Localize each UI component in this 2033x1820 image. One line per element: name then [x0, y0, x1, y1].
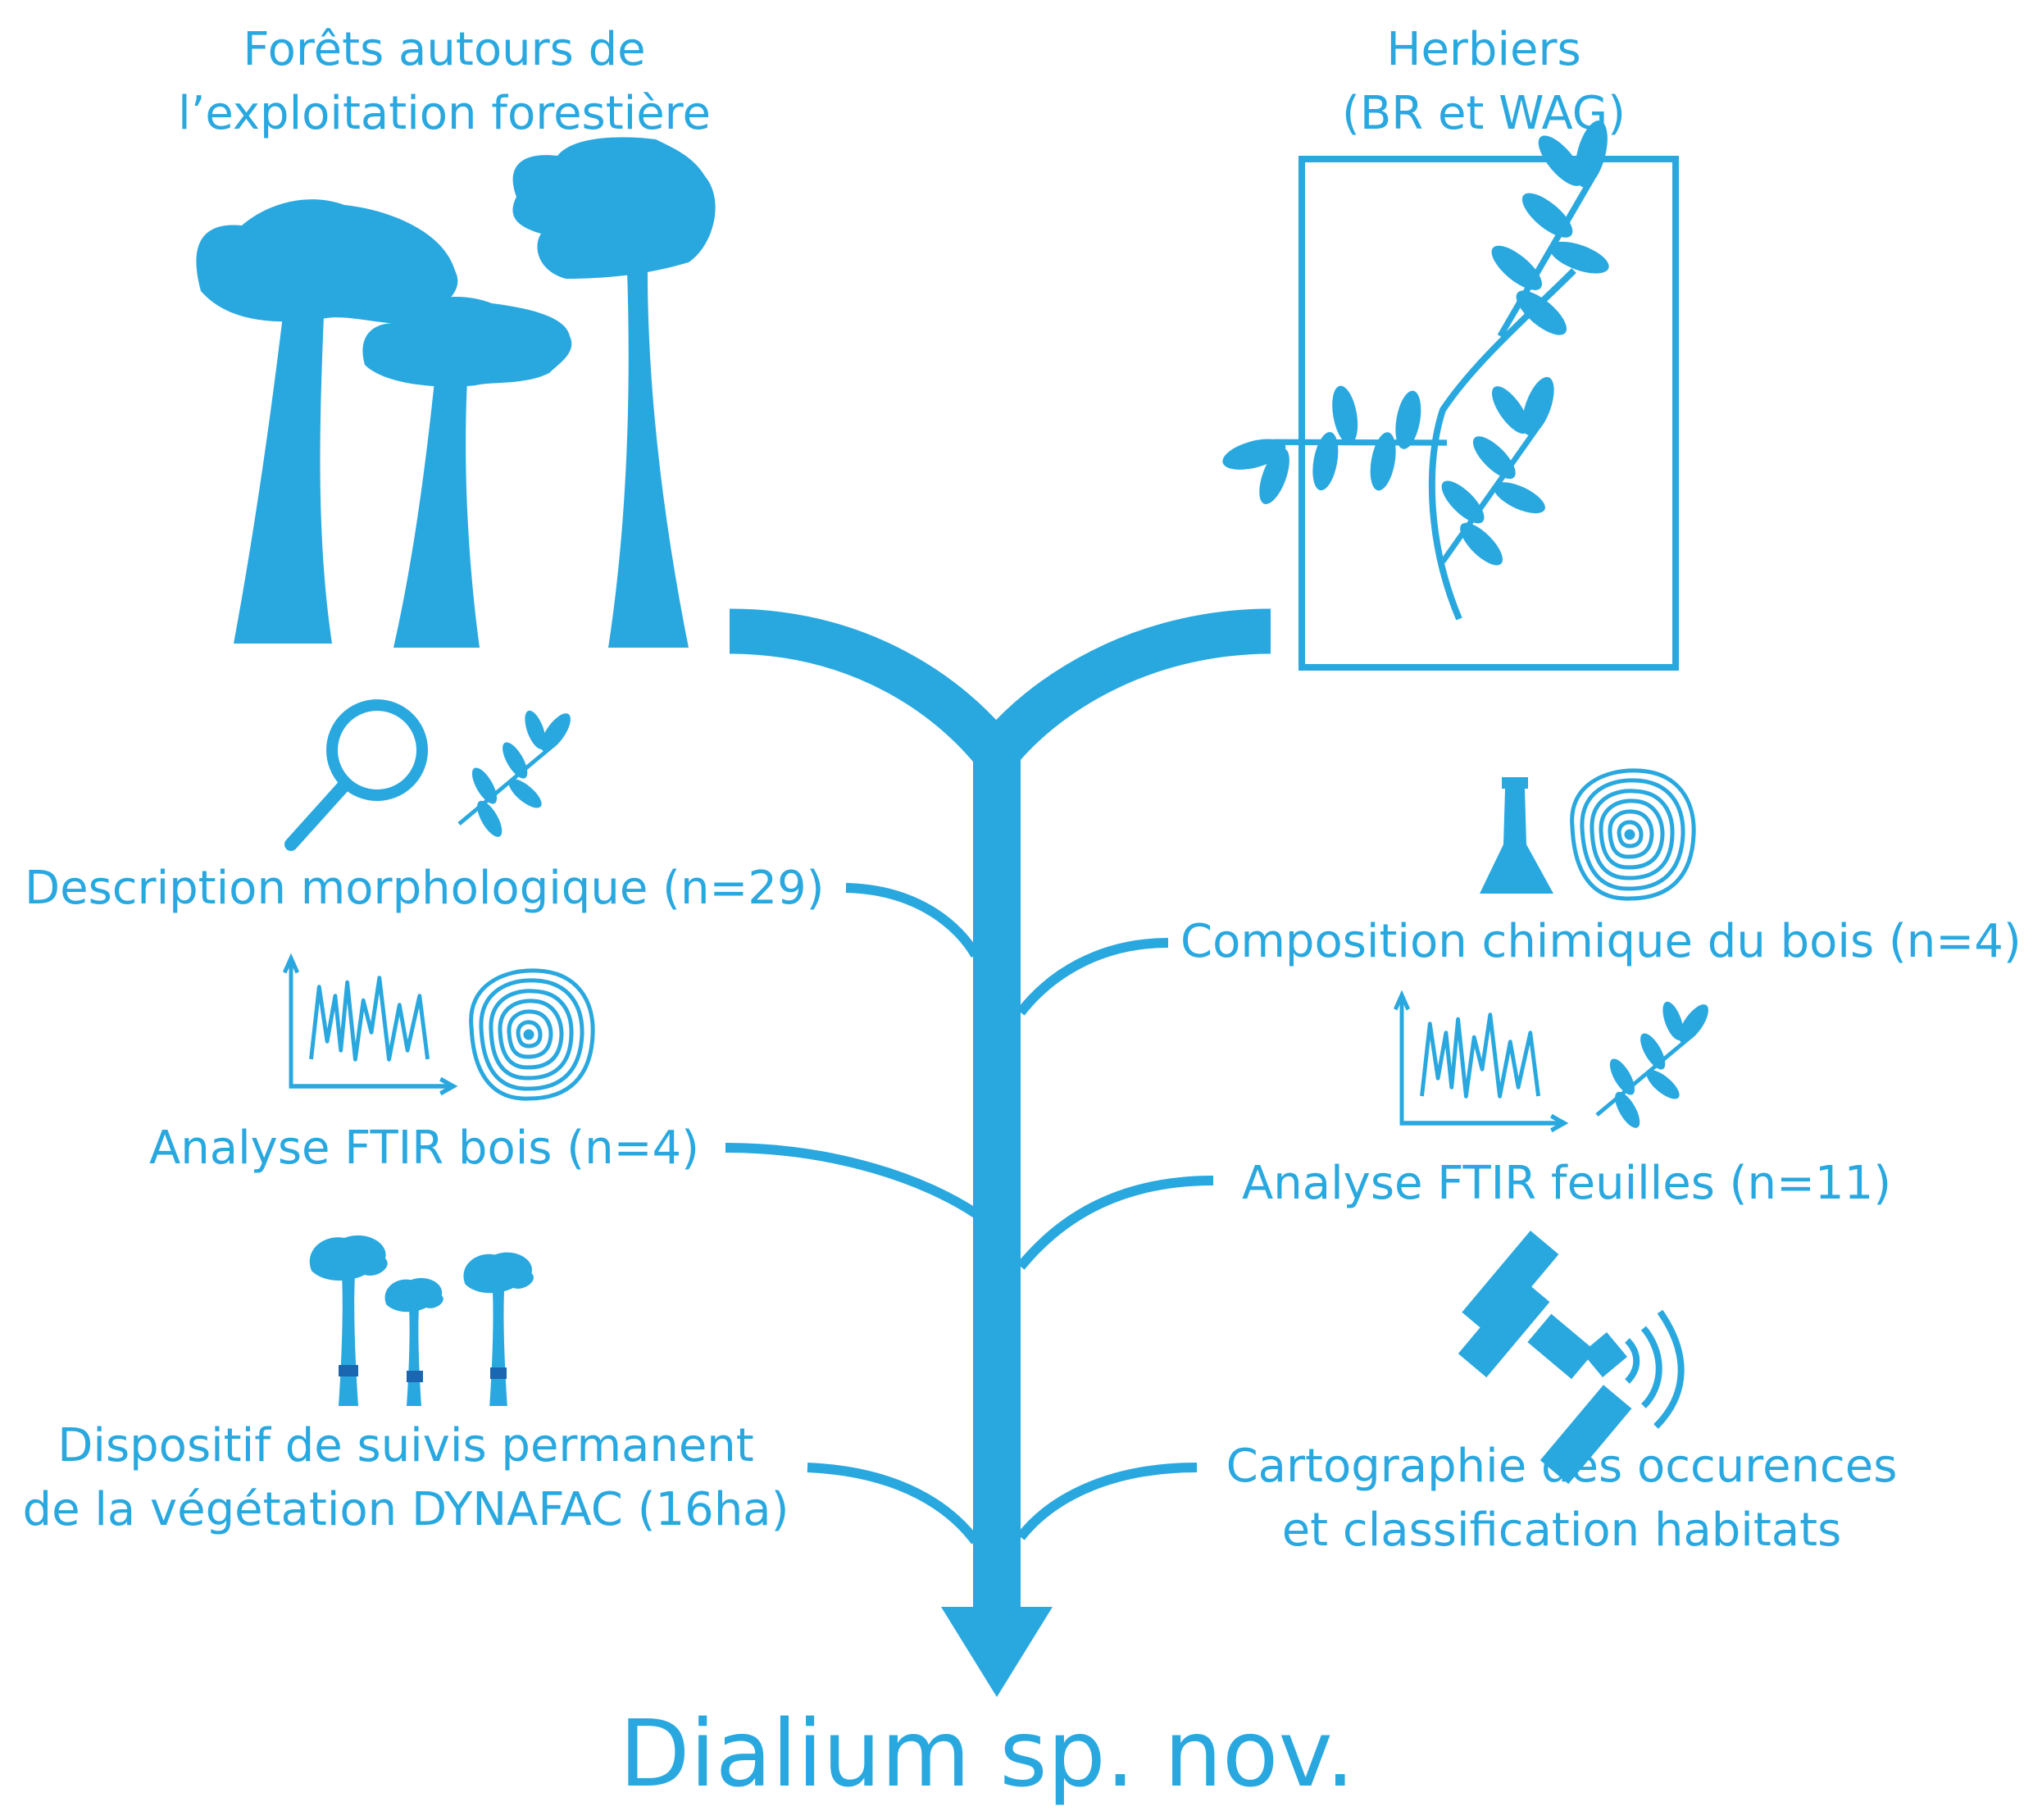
twig-dynafac — [807, 1463, 980, 1545]
method-ftir-leaves-label: Analyse FTIR feuilles (n=11) — [1242, 1157, 1892, 1210]
satellite-icon — [1458, 1231, 1685, 1485]
herbarium-sheet-icon — [1209, 108, 1677, 671]
method-ftir-wood-label: Analyse FTIR bois (n=4) — [149, 1122, 699, 1175]
magnifier-icon — [284, 699, 428, 851]
arrow-head — [941, 1607, 1053, 1697]
method-dynafac-line2: de la végétation DYNAFAC (16ha) — [22, 1483, 789, 1536]
twig-ftir-leaves — [1016, 1176, 1214, 1270]
right-main-branch — [978, 608, 1271, 769]
method-chem-label: Composition chimique du bois (n=4) — [1180, 915, 2022, 968]
source-herbaria-line2: (BR et WAG) — [1341, 87, 1626, 140]
source-herbaria-line1: Herbiers — [1386, 23, 1581, 76]
method-carto-line2: et classification habitats — [1281, 1504, 1842, 1557]
twig-ftir-wood — [725, 1143, 979, 1217]
method-dynafac-label: Dispositif de suivis permanent de la vég… — [23, 1414, 789, 1542]
method-morpho-label: Description morphologique (n=29) — [25, 862, 825, 915]
result-title: Dialium sp. nov. — [619, 1701, 1355, 1808]
flask-icon — [1480, 777, 1553, 894]
twig-carto — [1016, 1463, 1198, 1540]
tagged-trees-icon — [309, 1235, 534, 1406]
spectrum-chart-icon — [284, 958, 453, 1094]
wood-rings-icon — [1572, 771, 1694, 899]
method-carto-line1: Cartographie des occurences — [1226, 1440, 1898, 1493]
method-carto-label: Cartographie des occurences et classific… — [1226, 1435, 1898, 1563]
trunk — [973, 742, 1021, 1611]
leaf-icon — [459, 708, 576, 841]
left-main-branch — [729, 608, 1014, 769]
twig-chem — [1016, 938, 1169, 1016]
source-forests-title: Forêts autours de l’exploitation foresti… — [178, 18, 711, 146]
tree-icon — [196, 137, 716, 648]
leaf-icon — [1597, 999, 1714, 1132]
method-dynafac-line1: Dispositif de suivis permanent — [57, 1419, 754, 1472]
source-forests-line2: l’exploitation forestière — [178, 87, 711, 140]
spectrum-chart-icon — [1395, 995, 1564, 1131]
source-herbaria-title: Herbiers (BR et WAG) — [1342, 18, 1626, 146]
wood-rings-icon — [471, 971, 594, 1099]
source-forests-line1: Forêts autours de — [243, 23, 646, 76]
twig-morpho — [845, 883, 980, 958]
